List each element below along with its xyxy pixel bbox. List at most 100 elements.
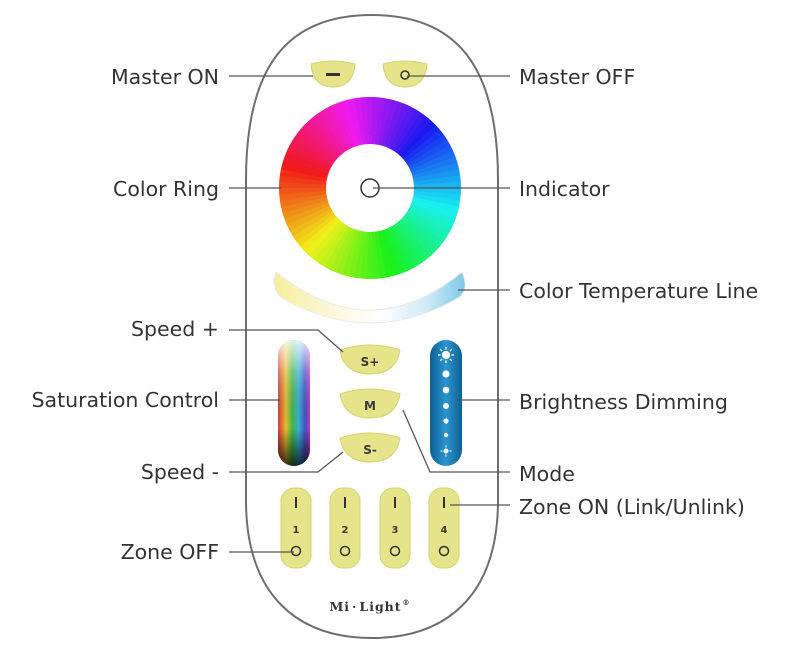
zone-buttons: 1 2 3 4	[280, 487, 460, 569]
color-ring-segment	[279, 168, 328, 183]
brightness-dot	[443, 432, 449, 438]
callout-master-off: Master OFF	[519, 65, 635, 89]
speed-minus-button[interactable]: S-	[339, 432, 401, 463]
color-ring-segment	[396, 219, 432, 260]
color-ring-segment	[380, 228, 399, 277]
zone-3-button-group[interactable]: 3	[379, 487, 411, 569]
color-ring-segment	[377, 229, 393, 278]
zone-number-label: 4	[441, 525, 448, 536]
zone-button-body[interactable]	[329, 487, 361, 569]
color-ring-segment	[292, 134, 336, 166]
color-ring-segment	[289, 208, 334, 237]
color-ring-segment	[409, 150, 456, 174]
color-ring-segment	[329, 226, 354, 273]
zone-off-icon[interactable]	[389, 545, 401, 557]
color-ring-segment	[360, 97, 369, 146]
color-ring-segment	[383, 227, 405, 275]
color-ring-segment	[279, 175, 328, 186]
color-ring-segment	[380, 99, 399, 148]
minus-icon	[326, 73, 340, 76]
callout-color-ring: Color Ring	[113, 177, 219, 201]
color-ring-segment	[407, 145, 454, 171]
color-ring-segment	[308, 219, 344, 260]
sun-small-icon	[440, 445, 452, 457]
zone-number-label: 3	[392, 525, 399, 536]
brightness-dot	[442, 370, 450, 378]
sun-large-icon	[438, 347, 454, 363]
color-ring-segment	[386, 226, 411, 273]
color-ring-segment	[371, 230, 380, 279]
color-ring-segment	[296, 213, 338, 247]
color-ring-segment	[318, 109, 349, 153]
color-ring-segment	[410, 199, 458, 220]
callout-master-on: Master ON	[111, 65, 219, 89]
zone-2-button-group[interactable]: 2	[329, 487, 361, 569]
callout-speed-plus: Speed +	[131, 317, 219, 341]
color-ring-segment	[406, 139, 451, 168]
callout-brightness-dimming: Brightness Dimming	[519, 390, 728, 414]
color-ring-segment	[393, 221, 427, 264]
color-ring-segment	[280, 196, 329, 214]
color-ring-segment	[341, 99, 360, 148]
color-ring-segment	[386, 103, 411, 150]
zone-number-label: 1	[293, 525, 300, 536]
color-temperature-line[interactable]	[273, 271, 466, 324]
color-ring-segment	[366, 97, 374, 146]
circle-icon	[400, 70, 410, 80]
color-ring-segment	[402, 129, 444, 163]
brightness-dot	[442, 386, 450, 394]
color-ring-segment	[404, 210, 448, 242]
color-ring-segment	[280, 162, 329, 180]
speed-plus-label: S+	[361, 355, 380, 369]
saturation-control[interactable]	[278, 340, 310, 466]
color-ring-segment	[347, 98, 363, 147]
color-ring-segment	[388, 106, 416, 151]
leader-lines	[229, 75, 510, 553]
color-ring-segment	[400, 124, 440, 161]
zone-off-icon[interactable]	[339, 545, 351, 557]
color-ring-segment	[279, 181, 328, 189]
color-ring-segment	[304, 217, 342, 256]
speed-plus-button[interactable]: S+	[339, 344, 401, 375]
mode-button[interactable]: M	[339, 388, 401, 419]
color-ring-segment	[406, 208, 451, 237]
color-ring-segment	[282, 199, 330, 220]
callout-zone-off: Zone OFF	[121, 540, 219, 564]
color-ring-segment	[402, 213, 444, 247]
color-ring-segment	[304, 120, 342, 159]
color-ring-segment	[391, 109, 422, 153]
color-ring-segment	[412, 190, 461, 201]
zone-1-button-group[interactable]: 1	[280, 487, 312, 569]
color-ring-segment	[296, 129, 338, 163]
color-ring-segment	[398, 120, 436, 159]
zone-off-icon[interactable]	[438, 545, 450, 557]
color-ring-segment	[300, 215, 340, 252]
speed-minus-label: S-	[363, 443, 377, 457]
color-ring-segment	[284, 150, 331, 174]
zone-off-icon[interactable]	[290, 545, 302, 557]
color-ring-segment	[371, 97, 380, 146]
color-ring-segment	[411, 196, 460, 214]
color-ring-segment	[313, 112, 347, 155]
zone-button-body[interactable]	[280, 487, 312, 569]
zone-button-body[interactable]	[379, 487, 411, 569]
color-ring-segment	[409, 202, 456, 226]
color-ring[interactable]	[279, 97, 461, 279]
color-ring-segment	[412, 168, 461, 183]
brightness-dimming[interactable]	[430, 340, 462, 466]
color-ring-segment	[388, 225, 416, 270]
color-ring-segment	[279, 193, 328, 208]
zone-4-button-group[interactable]: 4	[428, 487, 460, 569]
color-ring-segment	[324, 106, 352, 151]
master-on-button[interactable]	[310, 60, 356, 88]
brand-logo: Mi·Light®	[329, 598, 410, 614]
brightness-dot	[443, 418, 449, 424]
color-ring-segment	[412, 187, 461, 195]
zone-number-label: 2	[342, 525, 349, 536]
color-ring-segment	[341, 228, 360, 277]
zone-button-body[interactable]	[428, 487, 460, 569]
color-ring-segment	[360, 230, 369, 279]
color-ring-segment	[412, 181, 461, 189]
master-off-button[interactable]	[382, 60, 428, 88]
color-ring-segment	[289, 139, 334, 168]
